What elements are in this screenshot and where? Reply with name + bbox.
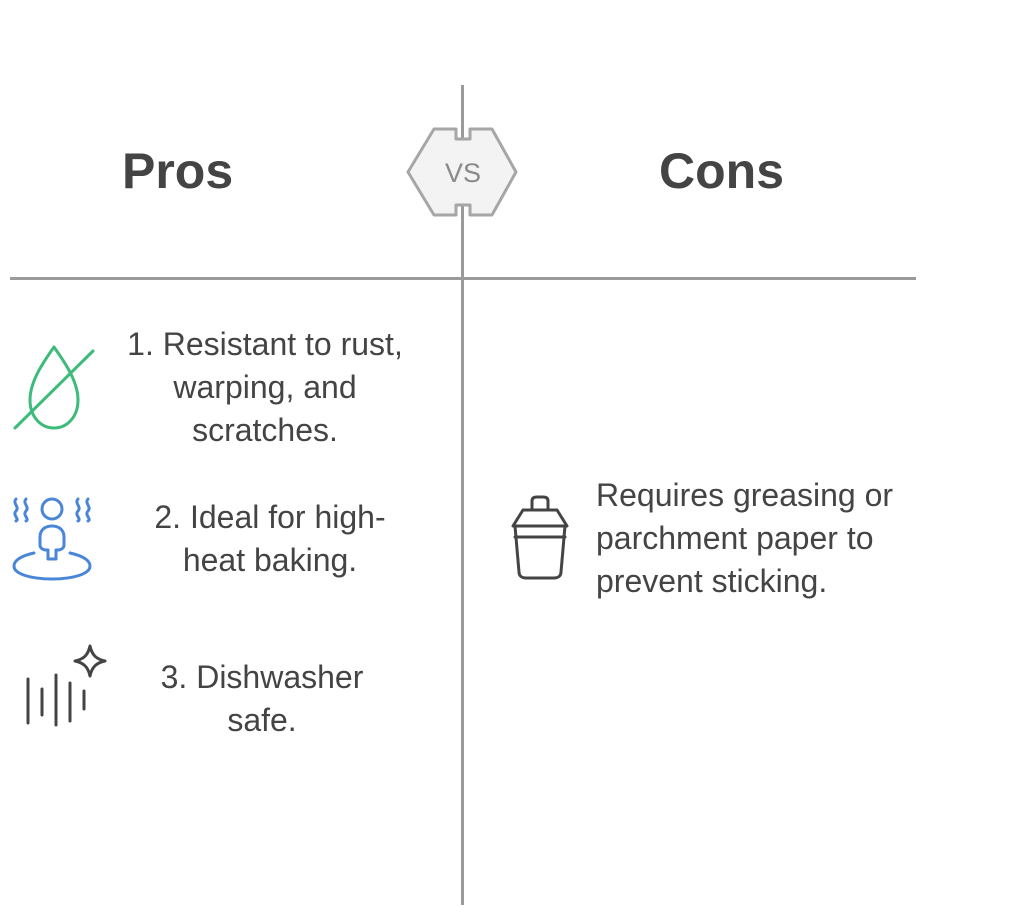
pro-item-3-text: 3. Dishwasher safe.: [160, 659, 364, 738]
grease-container-icon: [511, 495, 569, 580]
con-item-1-text: Requires greasing or parchment paper to …: [596, 477, 894, 599]
cons-heading: Cons: [659, 143, 784, 199]
pro-item-3-icon-wrap: [20, 643, 110, 729]
heat-person-icon: [12, 497, 92, 581]
no-water-drop-icon: [13, 345, 95, 430]
pro-item-1-icon-wrap: [12, 342, 98, 434]
pros-heading: Pros: [122, 143, 234, 199]
versus-arrow-icon: VS: [406, 127, 518, 217]
versus-badge: VS: [406, 126, 518, 218]
pro-item-2-text: 2. Ideal for high-heat baking.: [154, 499, 386, 578]
pro-item-1-text: 1. Resistant to rust, warping, and scrat…: [127, 326, 403, 448]
con-item-1-icon-wrap: [505, 494, 575, 582]
versus-label: VS: [445, 158, 481, 188]
vertical-divider: [461, 85, 464, 905]
pro-item-2-icon-wrap: [10, 493, 96, 583]
sparkle-clean-icon: [26, 644, 107, 727]
horizontal-divider: [10, 277, 916, 280]
